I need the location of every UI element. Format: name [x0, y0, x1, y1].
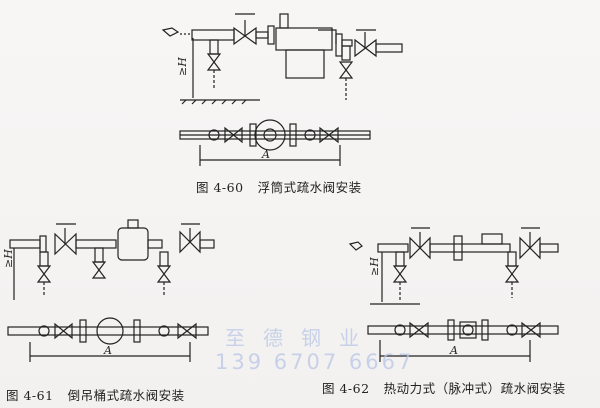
- height-label: ≥H: [2, 249, 15, 268]
- gate-valve-icon: [233, 26, 257, 46]
- float-trap-body: [275, 27, 333, 51]
- height-label: ≥H: [176, 57, 189, 76]
- fig-4-60-plan: [179, 119, 371, 166]
- flow-arrow-icon: [161, 27, 180, 37]
- figure-title: 浮筒式疏水阀安装: [257, 180, 362, 195]
- fig-4-61-plan: [7, 317, 209, 362]
- watermark-name: 至德钢业: [225, 326, 377, 350]
- bucket-trap-plan: [96, 317, 124, 345]
- flow-arrow-icon: [348, 241, 363, 251]
- fig-4-62-plan: [367, 319, 559, 362]
- bucket-trap-body: [117, 227, 149, 261]
- dimension-label: A: [103, 344, 112, 357]
- watermark-phone: 139 6707 6667: [215, 350, 415, 374]
- fig-4-60-elevation: [161, 13, 403, 105]
- fig-4-61-elevation: [9, 219, 215, 300]
- figure-number: 图 4-61: [6, 388, 54, 403]
- figure-caption-4-61: 图 4-61 倒吊桶式疏水阀安装: [6, 385, 185, 404]
- figure-number: 图 4-62: [322, 381, 370, 396]
- height-label: ≥H: [368, 257, 381, 276]
- figure-number: 图 4-60: [196, 180, 244, 195]
- dimension-label: A: [261, 148, 270, 161]
- dimension-label: A: [449, 344, 458, 357]
- figure-title: 倒吊桶式疏水阀安装: [67, 388, 185, 403]
- figure-caption-4-60: 图 4-60 浮筒式疏水阀安装: [196, 177, 362, 196]
- fig-4-62-elevation: [348, 227, 559, 305]
- figure-title: 热动力式（脉冲式）疏水阀安装: [383, 381, 566, 396]
- thermodynamic-trap-body: [453, 235, 463, 261]
- figure-caption-4-62: 图 4-62 热动力式（脉冲式）疏水阀安装: [322, 378, 566, 397]
- float-trap-plan: [254, 119, 286, 151]
